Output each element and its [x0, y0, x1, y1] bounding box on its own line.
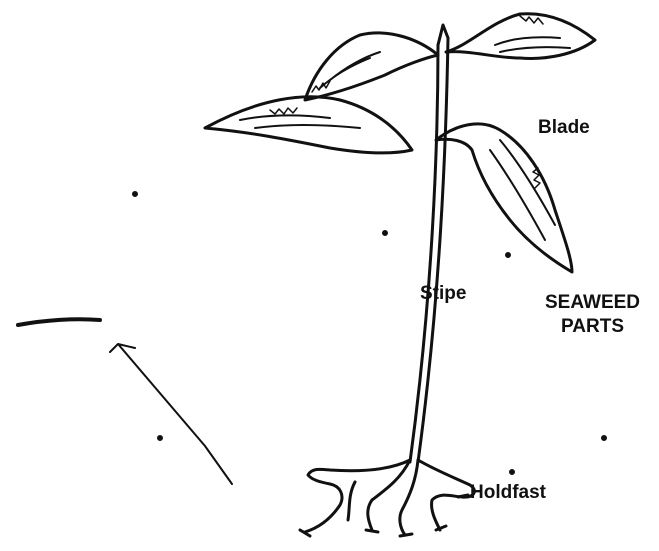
holdfast-label: Holdfast — [470, 483, 546, 502]
stipe-label: Stipe — [420, 284, 466, 303]
blade-label: Blade — [538, 118, 590, 137]
stray-marks — [18, 193, 606, 485]
blade-upper-left — [305, 33, 438, 100]
diagram-title: SEAWEED PARTS — [545, 291, 640, 339]
blade-middle-right — [436, 124, 572, 272]
blade-middle-left — [205, 97, 412, 153]
title-line-2: PARTS — [545, 315, 640, 339]
blade-upper-right — [446, 14, 595, 59]
stipe-stem — [410, 25, 448, 462]
holdfast-roots — [300, 460, 474, 536]
title-line-1: SEAWEED — [545, 291, 640, 315]
